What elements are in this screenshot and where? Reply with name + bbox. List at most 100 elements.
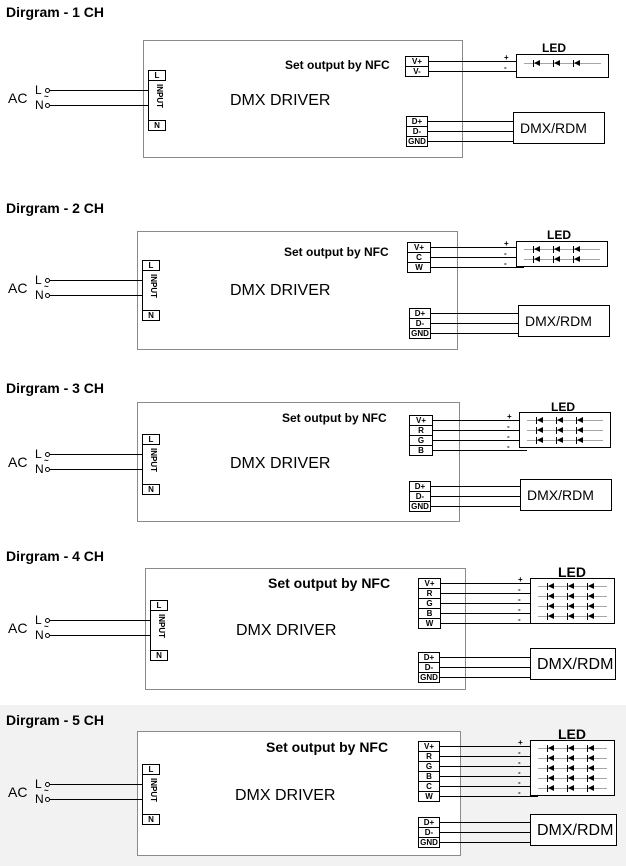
driver-label: DMX DRIVER (236, 622, 337, 639)
nfc-label: Set output by NFC (266, 739, 389, 755)
output-wire (429, 61, 516, 62)
led-label: LED (542, 41, 566, 55)
led-diode-icon (568, 755, 574, 761)
led-string-line (538, 778, 607, 779)
driver-box (145, 568, 466, 690)
neutral-label: N (35, 98, 44, 112)
led-diode-icon (568, 613, 574, 619)
neutral-terminal-dot (45, 467, 50, 472)
led-cathode-bar (553, 60, 554, 67)
output-wire (441, 613, 538, 614)
led-diode-icon (568, 593, 574, 599)
output-wire (440, 776, 538, 777)
line-wire (50, 454, 142, 455)
led-cathode-bar (587, 785, 588, 792)
led-diode-icon (554, 246, 560, 252)
output-wire (441, 583, 530, 584)
led-cathode-bar (547, 745, 548, 752)
input-vertical-label: INPUT (149, 448, 158, 472)
led-string-line (538, 606, 607, 607)
dmx-wire (440, 822, 530, 823)
input-terminal-l: L (142, 260, 160, 271)
dmx-terminal: GND (418, 672, 440, 683)
neutral-label: N (35, 792, 44, 806)
ac-label: AC (8, 784, 28, 800)
polarity-sign: - (518, 615, 521, 624)
line-label: L (35, 613, 42, 627)
led-string-line (524, 259, 600, 260)
led-cathode-bar (587, 765, 588, 772)
led-diode-icon (568, 765, 574, 771)
led-label: LED (558, 564, 586, 580)
dmx-label: DMX/RDM (525, 313, 592, 329)
polarity-sign: - (518, 758, 521, 767)
polarity-sign: - (504, 63, 507, 72)
polarity-sign: - (504, 249, 507, 258)
neutral-wire (50, 105, 148, 106)
neutral-terminal-dot (45, 633, 50, 638)
led-cathode-bar (587, 613, 588, 620)
led-box (516, 241, 608, 267)
led-diode-icon (548, 613, 554, 619)
neutral-terminal-dot (45, 797, 50, 802)
led-string-line (527, 440, 603, 441)
led-diode-icon (548, 593, 554, 599)
led-cathode-bar (567, 745, 568, 752)
driver-box (137, 731, 461, 856)
nfc-label: Set output by NFC (268, 575, 391, 591)
led-diode-icon (548, 765, 554, 771)
led-cathode-bar (587, 583, 588, 590)
led-string-line (538, 768, 607, 769)
led-cathode-bar (536, 437, 537, 444)
output-wire (431, 267, 524, 268)
input-divider (150, 611, 151, 650)
polarity-sign: - (518, 768, 521, 777)
led-cathode-bar (547, 755, 548, 762)
led-diode-icon (534, 256, 540, 262)
input-vertical-label: INPUT (155, 84, 164, 108)
led-cathode-bar (567, 593, 568, 600)
input-terminal-n: N (142, 814, 160, 825)
polarity-sign: - (518, 748, 521, 757)
line-terminal-dot (45, 278, 50, 283)
input-terminal-n: N (150, 650, 168, 661)
dmx-wire (431, 323, 518, 324)
output-wire (433, 420, 519, 421)
output-wire (440, 786, 538, 787)
led-diode-icon (588, 785, 594, 791)
polarity-sign: - (518, 778, 521, 787)
polarity-sign: - (518, 595, 521, 604)
driver-box (137, 231, 458, 350)
dmx-wire (431, 486, 520, 487)
led-diode-icon (588, 745, 594, 751)
led-cathode-bar (547, 613, 548, 620)
led-cathode-bar (576, 417, 577, 424)
neutral-wire (50, 295, 142, 296)
led-string-line (538, 758, 607, 759)
led-diode-icon (534, 60, 540, 66)
output-terminal: W (418, 618, 441, 629)
dmx-box (530, 648, 616, 680)
led-diode-icon (577, 417, 583, 423)
line-wire (50, 90, 148, 91)
dmx-label: DMX/RDM (537, 822, 614, 839)
led-cathode-bar (547, 603, 548, 610)
led-cathode-bar (533, 246, 534, 253)
led-diode-icon (554, 256, 560, 262)
neutral-wire (50, 799, 142, 800)
output-wire (433, 430, 527, 431)
led-cathode-bar (587, 775, 588, 782)
dmx-box (513, 112, 605, 144)
line-wire (50, 620, 150, 621)
led-cathode-bar (576, 427, 577, 434)
tilde-glyph: ~ (44, 786, 49, 795)
led-diode-icon (577, 437, 583, 443)
line-label: L (35, 447, 42, 461)
led-cathode-bar (536, 427, 537, 434)
led-cathode-bar (547, 775, 548, 782)
input-divider (148, 81, 149, 120)
